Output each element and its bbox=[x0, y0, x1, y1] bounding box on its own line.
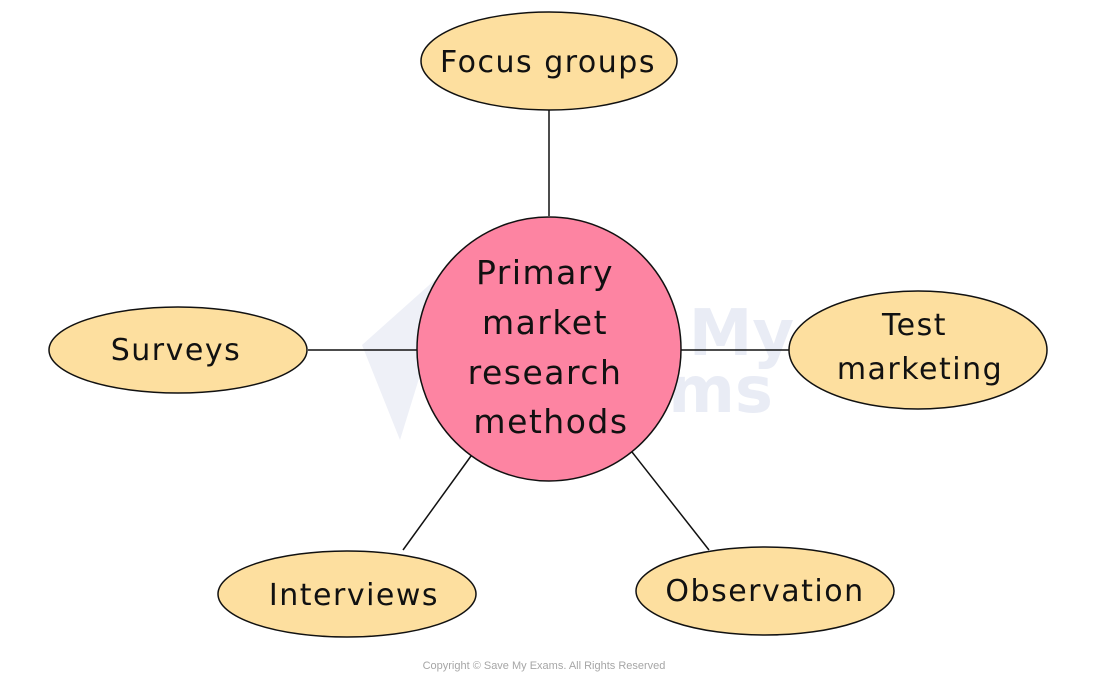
center-label-line-2: market bbox=[482, 303, 608, 342]
node-interviews-ellipse bbox=[217, 550, 477, 638]
node-test-marketing-ellipse bbox=[788, 290, 1048, 410]
node-observation-ellipse bbox=[635, 546, 895, 636]
center-label-line-1: Primary bbox=[476, 253, 614, 292]
node-surveys-label: Surveys bbox=[111, 333, 242, 368]
node-focus-groups: Focus groups bbox=[420, 11, 678, 111]
center-node: Primary market research methods bbox=[416, 216, 682, 482]
node-test-marketing-line-2: marketing bbox=[837, 352, 1003, 387]
copyright-notice: Copyright © Save My Exams. All Rights Re… bbox=[422, 660, 666, 672]
node-test-marketing-line-1: Test bbox=[881, 308, 947, 343]
center-label-line-4: methods bbox=[473, 402, 628, 441]
node-observation: Observation bbox=[635, 546, 895, 636]
center-label: Primary market research methods bbox=[468, 253, 635, 441]
node-test-marketing-label: Test marketing bbox=[837, 308, 1003, 387]
connector-interviews bbox=[402, 455, 472, 551]
node-focus-groups-label: Focus groups bbox=[440, 45, 656, 80]
center-label-line-3: research bbox=[468, 353, 623, 392]
node-surveys-ellipse bbox=[48, 306, 308, 394]
node-focus-groups-ellipse bbox=[420, 11, 678, 111]
node-interviews-label: Interviews bbox=[269, 578, 439, 613]
connector-observation bbox=[631, 451, 710, 551]
node-surveys: Surveys bbox=[48, 306, 308, 394]
center-circle bbox=[416, 216, 682, 482]
connectors bbox=[308, 110, 789, 551]
node-test-marketing: Test marketing bbox=[788, 290, 1048, 410]
node-observation-label: Observation bbox=[665, 574, 864, 609]
node-interviews: Interviews bbox=[217, 550, 477, 638]
